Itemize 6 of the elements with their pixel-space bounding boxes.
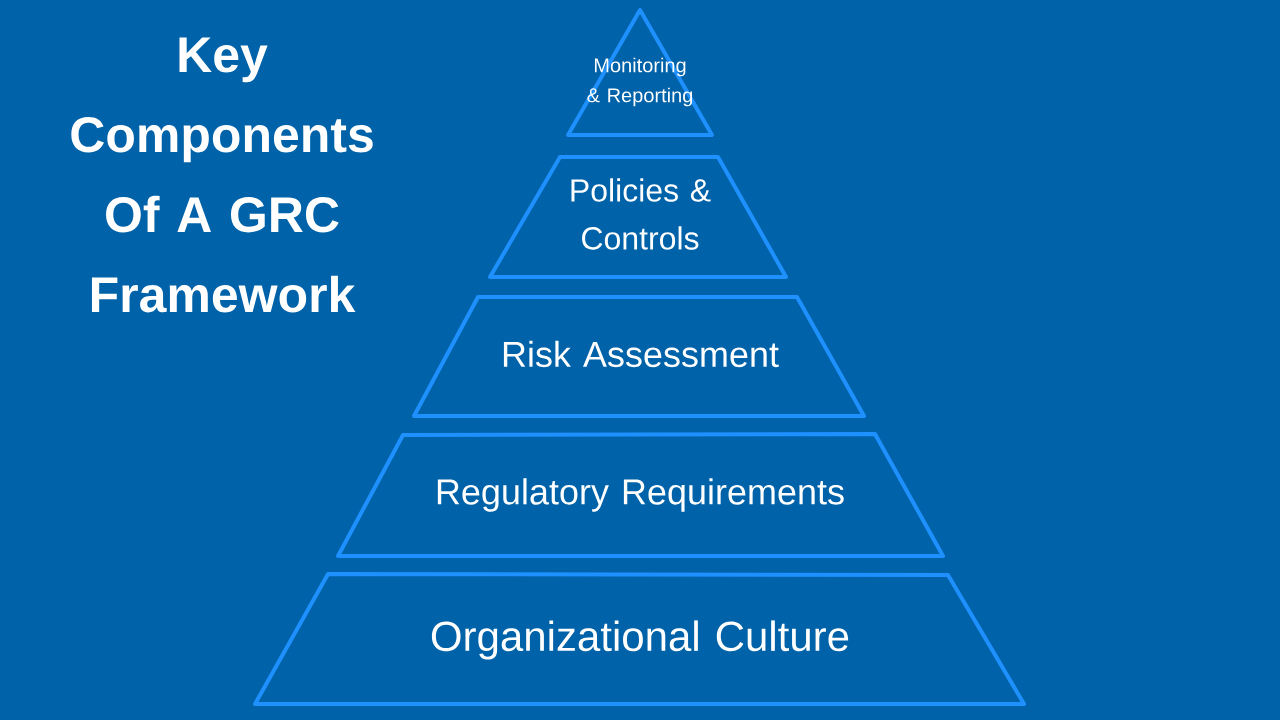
pyramid-level: Risk Assessment xyxy=(412,295,866,418)
pyramid-level: Organizational Culture xyxy=(253,572,1026,706)
pyramid-level: Regulatory Requirements xyxy=(336,432,945,558)
pyramid-level: Policies & Controls xyxy=(488,155,788,279)
title: Key Components Of A GRC Framework xyxy=(71,37,373,313)
pyramid-level: Monitoring & Reporting xyxy=(566,8,714,137)
